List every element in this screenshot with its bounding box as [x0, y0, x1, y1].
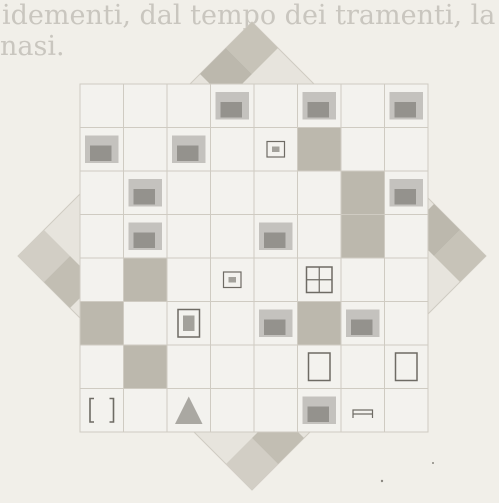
tile-photo-landscape-icon [216, 92, 250, 120]
board-square [80, 84, 124, 128]
board-square [211, 389, 255, 433]
board-square [298, 302, 342, 346]
board-square [341, 215, 385, 259]
board-square [124, 345, 168, 389]
speck-mark [432, 462, 434, 464]
board-square [167, 258, 211, 302]
tile-photo-interior-icon [129, 223, 163, 251]
board-square [341, 345, 385, 389]
tile-photo-person-icon [346, 310, 380, 338]
board-square [341, 84, 385, 128]
board-square [80, 302, 124, 346]
tile-photo-table-icon [303, 92, 337, 120]
board-square [385, 128, 429, 172]
board-square [124, 258, 168, 302]
speck-mark [381, 480, 383, 482]
board-square [211, 345, 255, 389]
tile-photo-dark-icon [303, 397, 337, 425]
tile-photo-figure-icon [85, 136, 119, 164]
board-grid [80, 84, 428, 432]
board-square [298, 215, 342, 259]
tile-photo-still-life-icon [172, 136, 206, 164]
board-square [167, 215, 211, 259]
board-square [80, 215, 124, 259]
board-square [385, 302, 429, 346]
tile-photo-group-icon [390, 92, 424, 120]
board-square [124, 389, 168, 433]
board-square [167, 345, 211, 389]
board-square [385, 345, 429, 389]
board-square [211, 215, 255, 259]
tile-photo-statue-icon [129, 179, 163, 207]
board-square [254, 345, 298, 389]
board-square [341, 258, 385, 302]
board-square [80, 258, 124, 302]
board-square [298, 345, 342, 389]
board-square [298, 171, 342, 215]
board-square [211, 302, 255, 346]
board-square [167, 84, 211, 128]
board-square [124, 302, 168, 346]
board-square [254, 258, 298, 302]
board-square [254, 171, 298, 215]
tile-photo-hills-icon [259, 310, 293, 338]
board-square [80, 389, 124, 433]
board-square [80, 345, 124, 389]
board-square [254, 84, 298, 128]
board-square [341, 171, 385, 215]
board-square [254, 389, 298, 433]
board-square [341, 128, 385, 172]
board-square [80, 171, 124, 215]
board-square [211, 171, 255, 215]
board-square [124, 128, 168, 172]
board-square [385, 389, 429, 433]
board-square [385, 258, 429, 302]
board-square [385, 215, 429, 259]
tile-photo-room-icon [390, 179, 424, 207]
board-square [211, 128, 255, 172]
board-square [167, 171, 211, 215]
board-square [124, 84, 168, 128]
board-square [298, 128, 342, 172]
tile-photo-document-icon [259, 223, 293, 251]
